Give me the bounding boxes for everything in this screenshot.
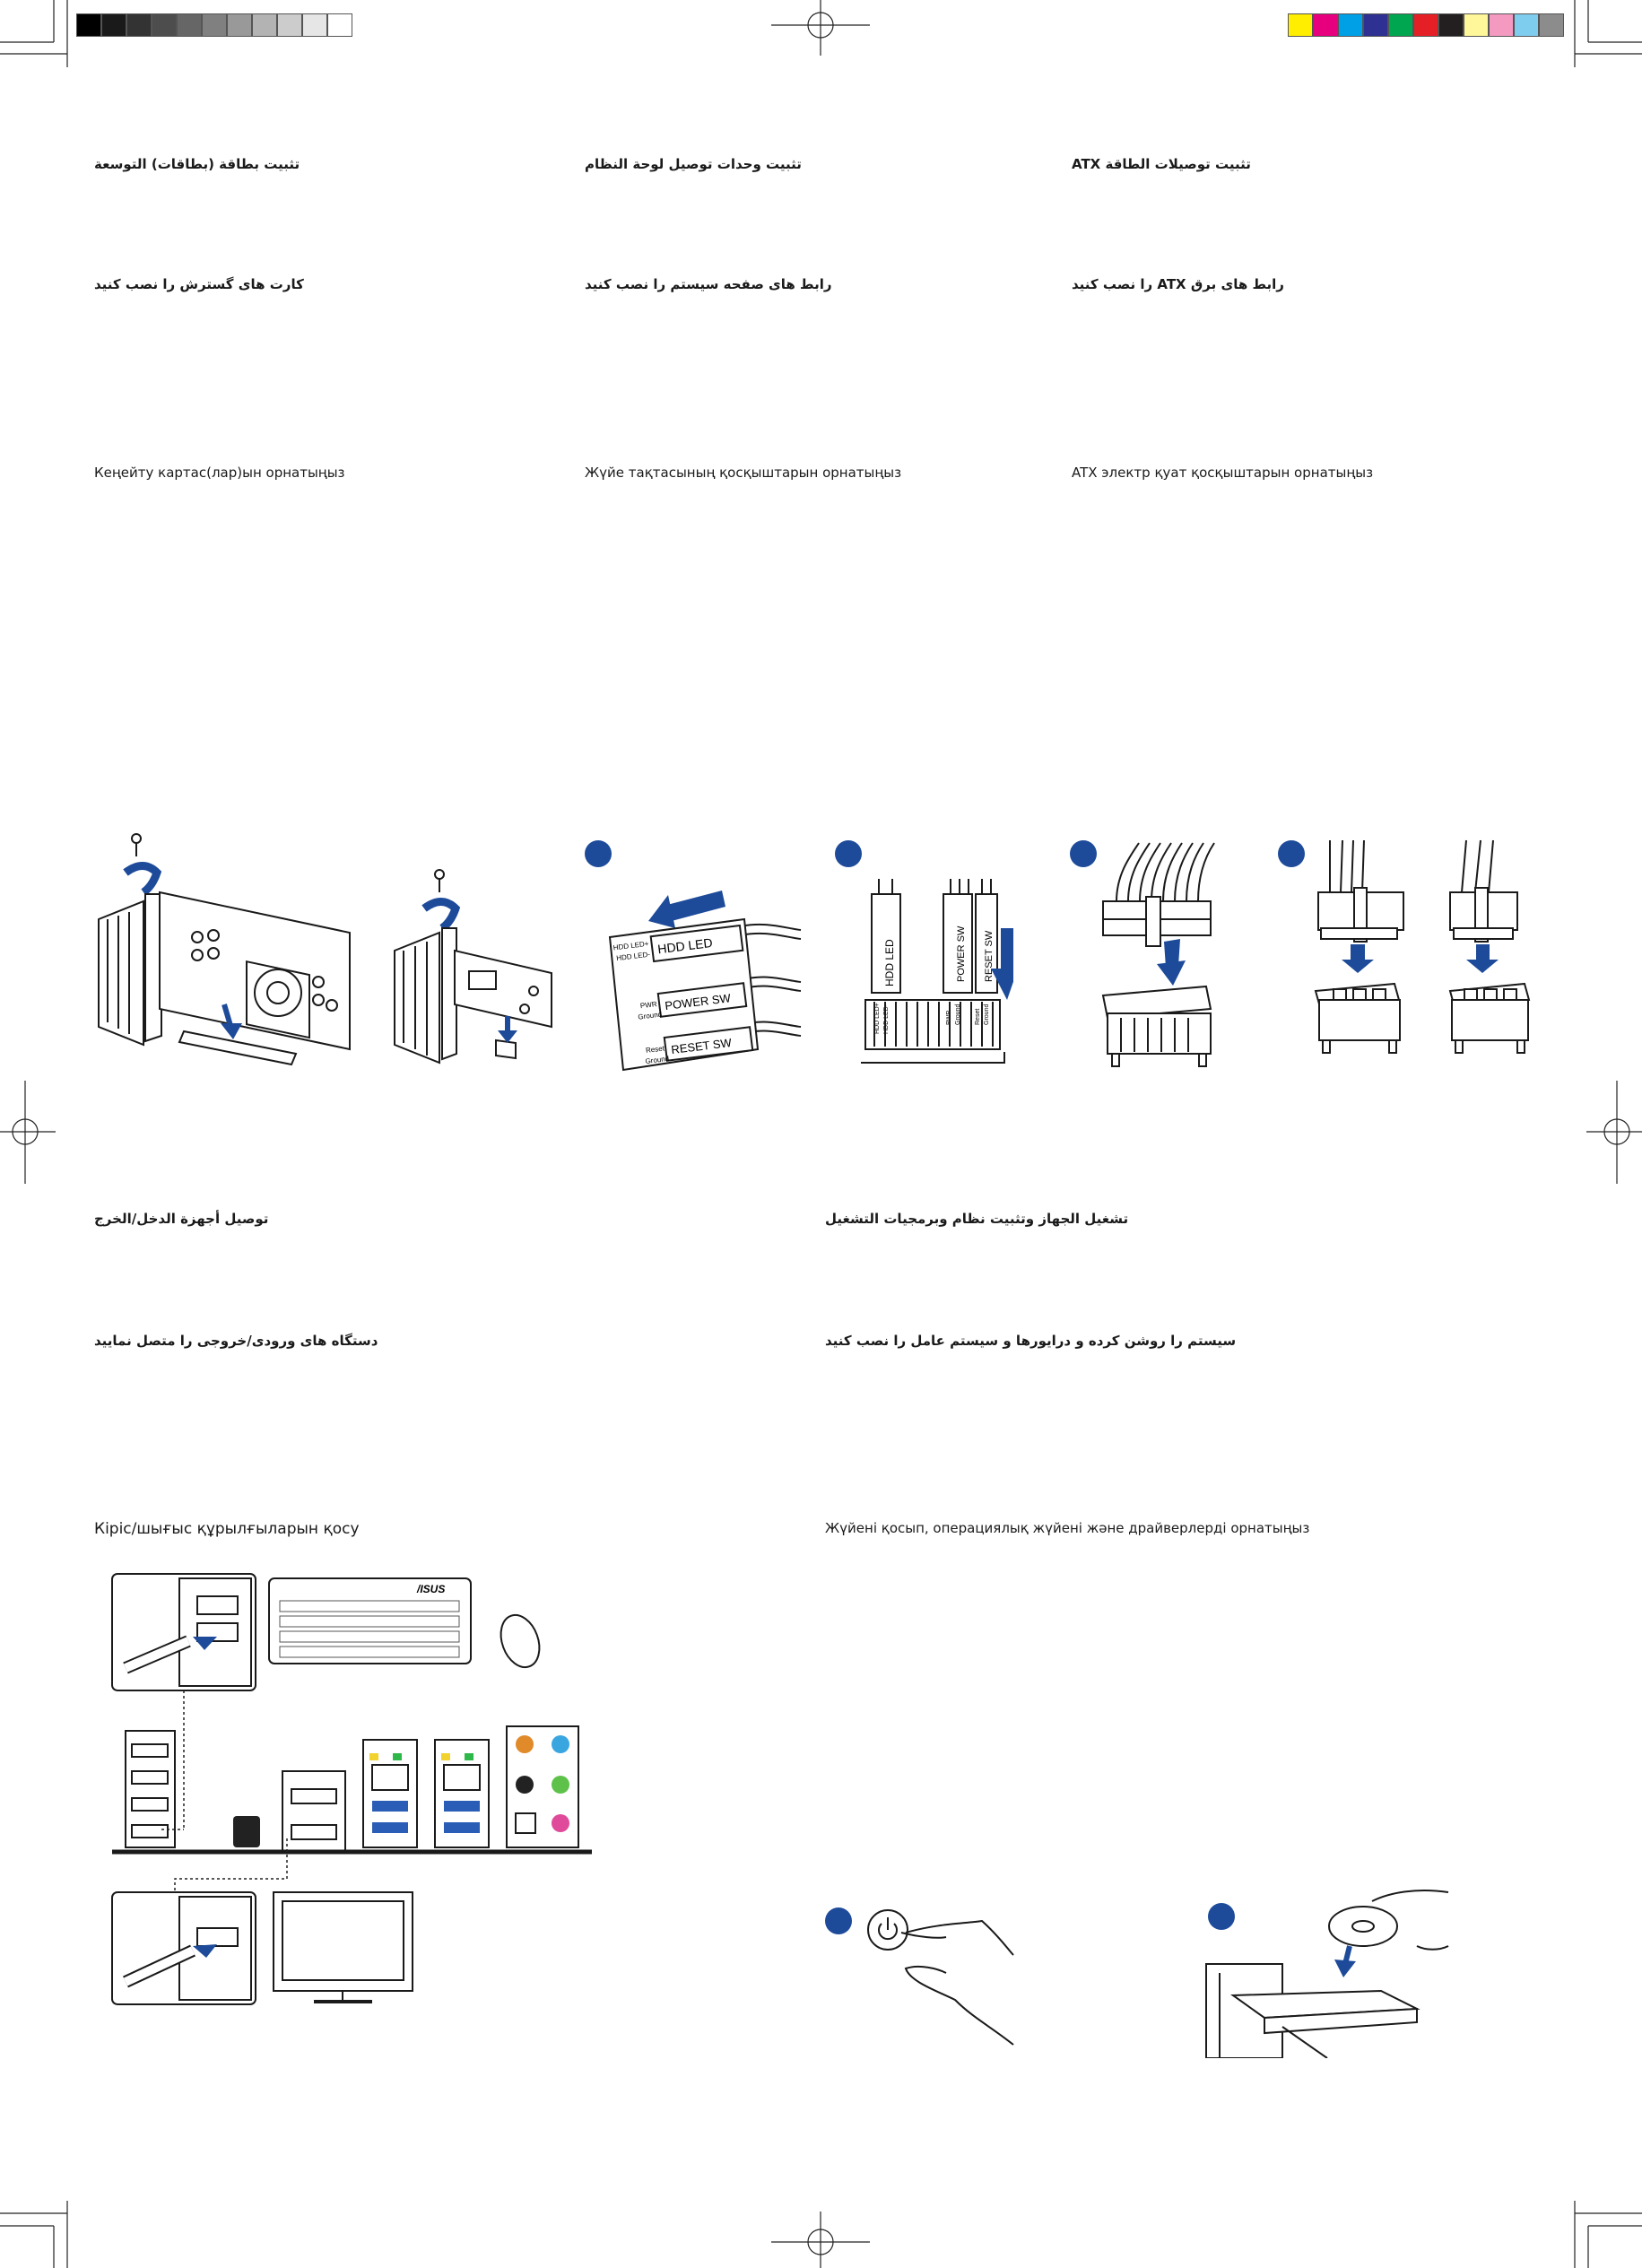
step-2-badge [1278, 840, 1305, 867]
os-heading-ar: تشغيل الجهاز وتثبيت نظام وبرمجيات التشغي… [825, 1211, 1129, 1227]
step-1-badge [1070, 840, 1097, 867]
step-2-badge [835, 840, 862, 867]
color-swatch [1313, 13, 1338, 37]
down-arrow-icon [991, 969, 1013, 1000]
audio-jacks [506, 1725, 579, 1848]
ground-vertical-1: Ground [955, 1004, 961, 1025]
rotate-arrow-icon [421, 898, 461, 932]
hdmi-detail-frame [111, 1891, 256, 2005]
plug-arrow-icon [193, 1637, 217, 1650]
gray-swatch [202, 13, 227, 37]
rotate-arrow-icon [123, 862, 162, 896]
hdd-led-minus-vertical: HDD LED- [883, 1004, 890, 1034]
color-swatch [1438, 13, 1464, 37]
hdd-led-vertical-label: HDD LED [883, 939, 896, 986]
step-2-badge [1208, 1903, 1235, 1930]
screw-icon [131, 833, 142, 856]
atx-heading-kk: ATX электр қуат қосқыштарын орнатыңыз [1072, 465, 1374, 481]
io-heading-ar: توصيل أجهزة الدخل/الخرج [94, 1211, 269, 1227]
expansion-heading-fa: کارت های گسترش را نصب کنید [94, 276, 304, 292]
usb-ports-stack [125, 1730, 176, 1848]
plug-arrow-icon-2 [193, 1944, 217, 1958]
gray-swatch [227, 13, 252, 37]
lan-port-1 [362, 1739, 418, 1848]
gray-swatch [152, 13, 177, 37]
ground-label-2: Ground [645, 1055, 670, 1065]
disc-icon [1328, 1906, 1398, 1947]
pwr-label: PWR [639, 1000, 657, 1010]
power-on-illustration [825, 1907, 1014, 2046]
down-arrow-icon [498, 1030, 517, 1043]
atx-8pin-illustration [1278, 839, 1531, 1054]
install-os-disc-illustration [1205, 1890, 1449, 2058]
reset-sw-vertical-label: RESET SW [984, 930, 995, 982]
left-arrow-icon [648, 895, 675, 928]
atx-heading-fa: رابط های برق ATX را نصب کنید [1072, 276, 1284, 292]
graphics-card-install-illustration [98, 833, 351, 1066]
gray-swatch [302, 13, 327, 37]
os-heading-kk: Жүйені қосып, операциялық жүйені және др… [825, 1520, 1310, 1536]
small-card-install-illustration [394, 869, 552, 1064]
color-swatch [1413, 13, 1438, 37]
power-button-icon [867, 1909, 908, 1951]
color-swatch [1489, 13, 1514, 37]
hdd-led-label: HDD LED [656, 935, 713, 956]
monitor-icon [273, 1891, 413, 1992]
down-arrow-icon [1342, 944, 1374, 973]
down-arrow-icon [1334, 1960, 1356, 1977]
panel-heading-kk: Жүйе тақтасының қосқыштарын орнатыңыз [585, 465, 902, 481]
gray-swatch [327, 13, 352, 37]
down-arrow-icon-2 [1466, 944, 1499, 973]
color-swatch [1363, 13, 1388, 37]
down-arrow-icon [221, 1023, 242, 1039]
color-swatch [1388, 13, 1413, 37]
color-swatch [1539, 13, 1564, 37]
gray-swatch [277, 13, 302, 37]
reset-vertical: Reset [975, 1009, 981, 1025]
expansion-heading-kk: Кеңейту картас(лар)ын орнатыңыз [94, 465, 345, 481]
panel-heading-fa: رابط های صفحه سیستم را نصب کنید [585, 276, 832, 292]
lan-port-2 [434, 1739, 490, 1848]
panel-cable-illustration: HDD LED POWER SW RESET SW HDD LED+ HDD L… [585, 840, 802, 1072]
gray-swatch [252, 13, 277, 37]
hdmi-dp-ports [282, 1770, 346, 1853]
ground-label-1: Ground [638, 1011, 663, 1021]
step-1-badge [585, 840, 612, 867]
color-swatch [1288, 13, 1313, 37]
ground-vertical-2: Ground [984, 1004, 990, 1025]
os-heading-fa: سیستم را روشن کرده و درایورها و سیستم عا… [825, 1333, 1237, 1349]
gray-swatch [101, 13, 126, 37]
io-heading-fa: دستگاه های ورودی/خروجی را متصل نمایید [94, 1333, 378, 1349]
power-sw-vertical-label: POWER SW [956, 925, 967, 982]
bios-flashback-button [233, 1816, 260, 1847]
color-swatch [1464, 13, 1489, 37]
hdd-led-plus-vertical: HDD LED+ [874, 1003, 881, 1034]
panel-heading-ar: تثبيت وحدات توصيل لوحة النظام [585, 156, 802, 172]
atx-heading-ar: تثبيت توصيلات الطاقة ATX [1072, 156, 1251, 172]
gray-swatch [177, 13, 202, 37]
io-heading-kk: Кіріс/шығыс құрылғыларын қосу [94, 1520, 360, 1538]
io-devices-illustration: /ISUS [111, 1573, 592, 2005]
atx-24pin-illustration [1070, 840, 1215, 1067]
screw-icon [434, 869, 445, 892]
expansion-heading-ar: تثبيت بطاقة (بطاقات) التوسعة [94, 156, 300, 172]
panel-header-illustration: HDD LED POWER SW RESET SW HDD LED+ HDD L… [835, 840, 1013, 1064]
reset-label: Reset [646, 1044, 666, 1055]
brand-logo: /ISUS [416, 1583, 445, 1595]
color-swatch [1514, 13, 1539, 37]
color-swatch [1338, 13, 1363, 37]
gray-swatch [126, 13, 152, 37]
step-1-badge [825, 1907, 852, 1934]
gray-swatch [76, 13, 101, 37]
mouse-icon [500, 1613, 541, 1669]
down-arrow-icon [1157, 960, 1186, 986]
